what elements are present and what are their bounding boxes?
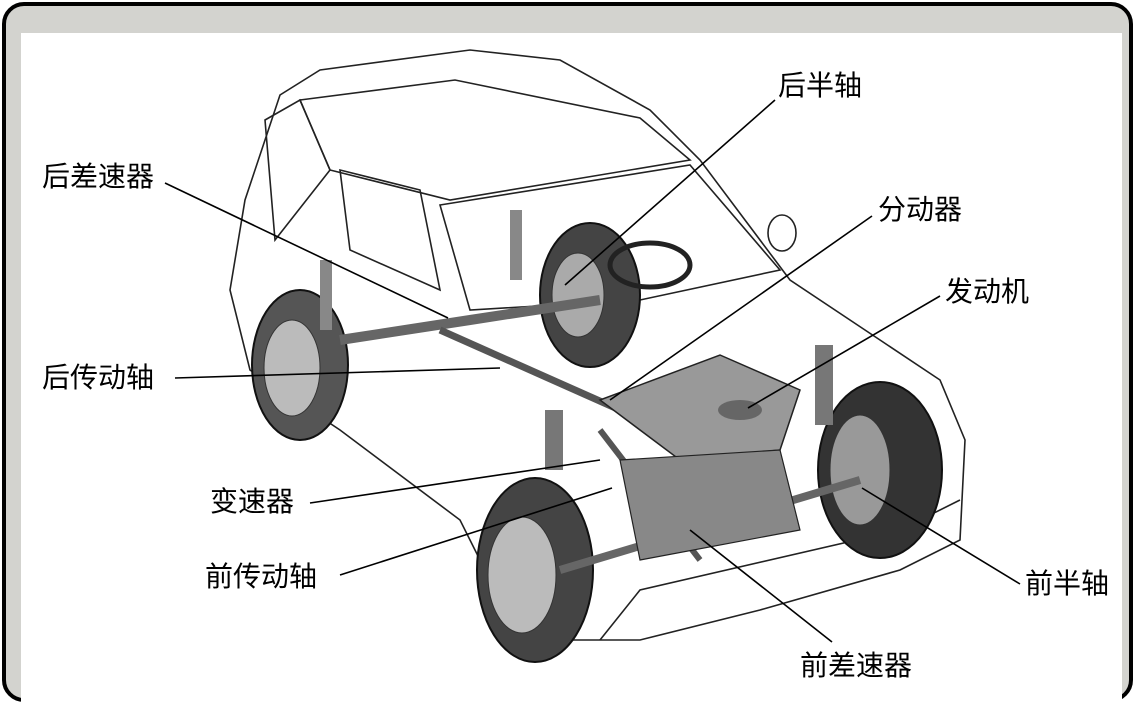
leader-front-drive-shaft (339, 487, 613, 576)
leader-rear-drive-shaft (174, 367, 501, 379)
leader-transfer-case (609, 215, 873, 401)
leader-rear-differential (164, 182, 449, 319)
leader-rear-half-shaft (564, 99, 776, 286)
label-front-drive-shaft: 前传动轴 (205, 560, 318, 593)
label-rear-half-shaft: 后半轴 (778, 69, 863, 102)
leader-front-half-shaft (861, 487, 1021, 585)
label-rear-differential: 后差速器 (42, 160, 155, 193)
label-transmission: 变速器 (210, 485, 295, 518)
label-rear-drive-shaft: 后传动轴 (42, 361, 155, 394)
label-engine: 发动机 (945, 275, 1030, 308)
label-transfer-case: 分动器 (878, 193, 963, 226)
leader-transmission (309, 459, 601, 504)
leader-lines (164, 99, 1021, 643)
label-front-differential: 前差速器 (800, 649, 913, 682)
leader-engine (747, 295, 941, 409)
wheels (251, 222, 943, 663)
leader-front-differential (689, 529, 833, 643)
label-front-half-shaft: 前半轴 (1025, 567, 1110, 600)
drivetrain-components (320, 210, 862, 574)
